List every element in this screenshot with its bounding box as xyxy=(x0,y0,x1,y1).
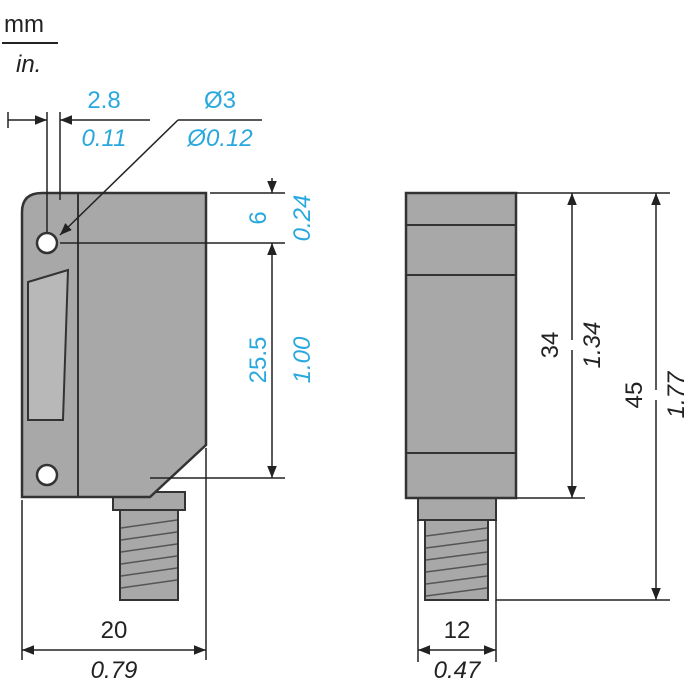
units-legend: mm in. xyxy=(2,11,58,78)
side-thread-lines xyxy=(425,527,488,597)
side-body xyxy=(404,191,518,500)
unit-mm: mm xyxy=(4,11,44,38)
top-to-hole-mm-label: 6 xyxy=(245,211,272,224)
side-dimensions xyxy=(417,192,670,662)
front-width-in-label: 0.79 xyxy=(91,657,138,684)
hole-spacing-mm-label: 25.5 xyxy=(245,337,272,384)
front-dimensions xyxy=(7,112,285,660)
side-width-mm-label: 12 xyxy=(444,617,471,644)
side-connector-neck xyxy=(417,497,497,521)
side-width-in-label: 0.47 xyxy=(434,657,482,684)
side-view xyxy=(404,191,518,601)
side-dimension-labels: 34 1.34 45 1.77 12 0.47 xyxy=(434,322,690,684)
front-thread-lines xyxy=(120,519,178,589)
offset-in-label: 0.11 xyxy=(82,125,127,152)
hole-in-label: Ø0.12 xyxy=(186,125,252,152)
front-dimension-labels: 2.8 0.11 Ø3 Ø0.12 6 0.24 25.5 1.00 20 0.… xyxy=(82,87,316,684)
unit-in: in. xyxy=(16,51,41,78)
side-connector-thread xyxy=(424,519,489,601)
offset-mm-label: 2.8 xyxy=(87,87,120,114)
front-view xyxy=(20,191,208,601)
total-height-mm-label: 45 xyxy=(621,382,648,409)
top-to-hole-in-label: 0.24 xyxy=(289,195,316,242)
lens-window xyxy=(27,268,70,421)
total-height-in-label: 1.77 xyxy=(663,370,690,418)
mounting-hole-bottom xyxy=(35,463,59,487)
body-height-mm-label: 34 xyxy=(537,332,564,359)
hole-mm-label: Ø3 xyxy=(204,87,236,114)
hole-spacing-in-label: 1.00 xyxy=(289,336,316,383)
mounting-hole-top xyxy=(35,231,59,255)
front-width-mm-label: 20 xyxy=(101,617,128,644)
front-connector-thread xyxy=(119,509,179,601)
body-height-in-label: 1.34 xyxy=(579,322,606,369)
